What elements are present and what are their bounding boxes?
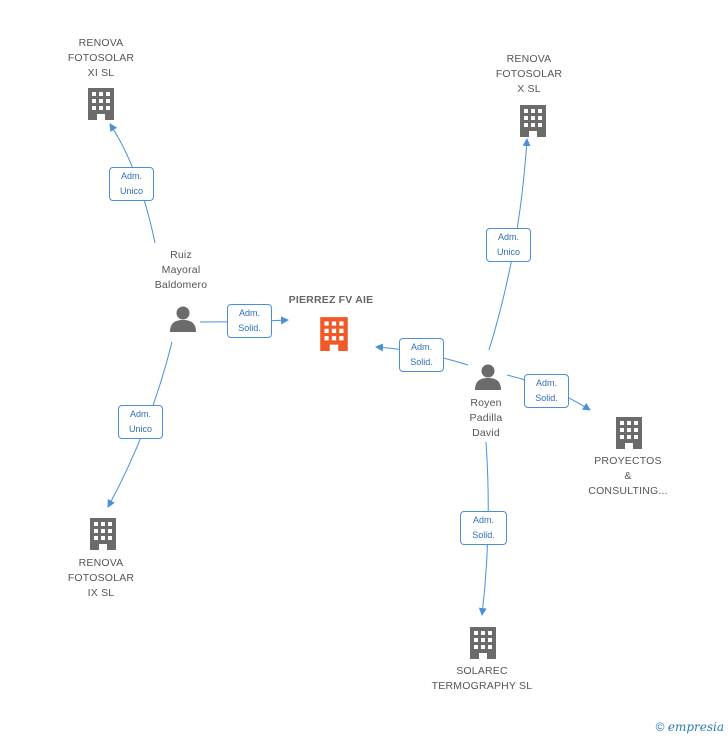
building-icon-renova-x	[520, 105, 546, 137]
company-label-solarec[interactable]: SOLAREC TERMOGRAPHY SL	[431, 665, 533, 692]
relation-badge: Adm. Solid.	[460, 511, 507, 545]
building-icon-proyectos	[616, 417, 642, 449]
company-label-pierrez-main[interactable]: PIERREZ FV AIE	[288, 294, 374, 306]
relation-badge: Adm. Unico	[109, 167, 154, 201]
building-icon-pierrez-main[interactable]	[318, 315, 350, 351]
relation-badge: Adm. Solid.	[399, 338, 444, 372]
building-icon-renova-ix	[90, 518, 116, 550]
copyright-symbol: ©	[655, 720, 665, 734]
company-label-renova-xi[interactable]: RENOVA FOTOSOLAR XI SL	[67, 37, 135, 79]
footer-brand: © empresia	[656, 720, 724, 734]
company-label-renova-ix[interactable]: RENOVA FOTOSOLAR IX SL	[67, 557, 135, 599]
relation-badge: Adm. Solid.	[227, 304, 272, 338]
company-label-renova-x[interactable]: RENOVA FOTOSOLAR X SL	[495, 53, 563, 95]
relation-badge: Adm. Unico	[486, 228, 531, 262]
brand-logo: empresia	[667, 720, 724, 734]
relation-badge: Adm. Solid.	[524, 374, 569, 408]
building-icon-renova-xi	[88, 88, 114, 120]
person-icon-royen	[475, 364, 501, 390]
person-label-ruiz[interactable]: Ruiz Mayoral Baldomero	[154, 249, 208, 291]
relation-badge: Adm. Unico	[118, 405, 163, 439]
person-label-royen[interactable]: Royen Padilla David	[469, 397, 503, 439]
building-icon-solarec	[470, 627, 496, 659]
person-icon-ruiz	[170, 306, 196, 332]
company-label-proyectos[interactable]: PROYECTOS & CONSULTING...	[588, 455, 668, 497]
